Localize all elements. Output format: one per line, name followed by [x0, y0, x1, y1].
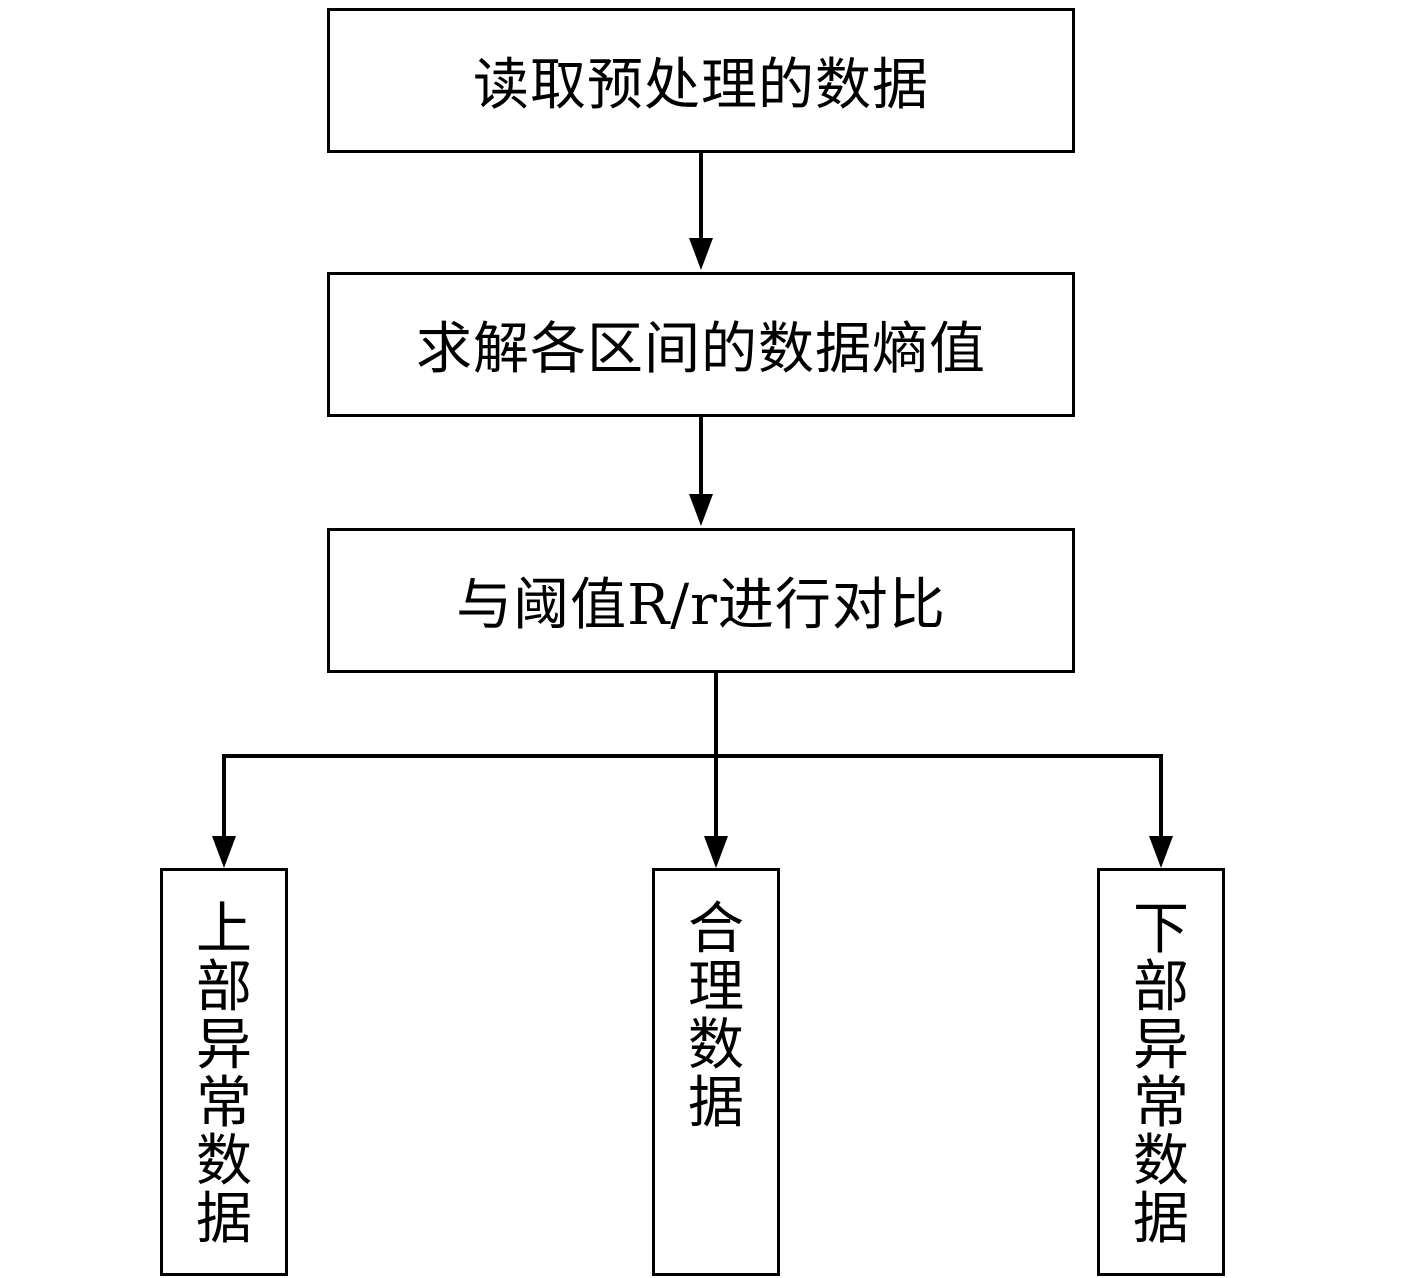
- step-compare-box: 与阈值R/r进行对比: [327, 528, 1075, 673]
- step-read-label: 读取预处理的数据: [473, 53, 929, 118]
- outcome-normal-label: 合理数据: [688, 897, 744, 1136]
- arrow-compare-to-normal: [704, 836, 728, 868]
- arrow-read-to-entropy: [689, 153, 713, 270]
- step-compare-label: 与阈值R/r进行对比: [456, 573, 946, 638]
- step-entropy-box: 求解各区间的数据熵值: [327, 272, 1075, 417]
- outcome-lower-label: 下部异常数据: [1133, 897, 1189, 1252]
- arrow-compare-to-lower: [1149, 754, 1173, 868]
- outcome-upper-label: 上部异常数据: [196, 897, 252, 1252]
- arrow-compare-to-upper: [212, 754, 236, 868]
- step-read-box: 读取预处理的数据: [327, 8, 1075, 153]
- arrow-entropy-to-compare: [689, 417, 713, 526]
- outcome-lower-box: 下部异常数据: [1097, 868, 1225, 1276]
- outcome-normal-box: 合理数据: [652, 868, 780, 1276]
- branch-connector: [224, 672, 1161, 838]
- outcome-upper-box: 上部异常数据: [160, 868, 288, 1276]
- step-entropy-label: 求解各区间的数据熵值: [416, 317, 986, 382]
